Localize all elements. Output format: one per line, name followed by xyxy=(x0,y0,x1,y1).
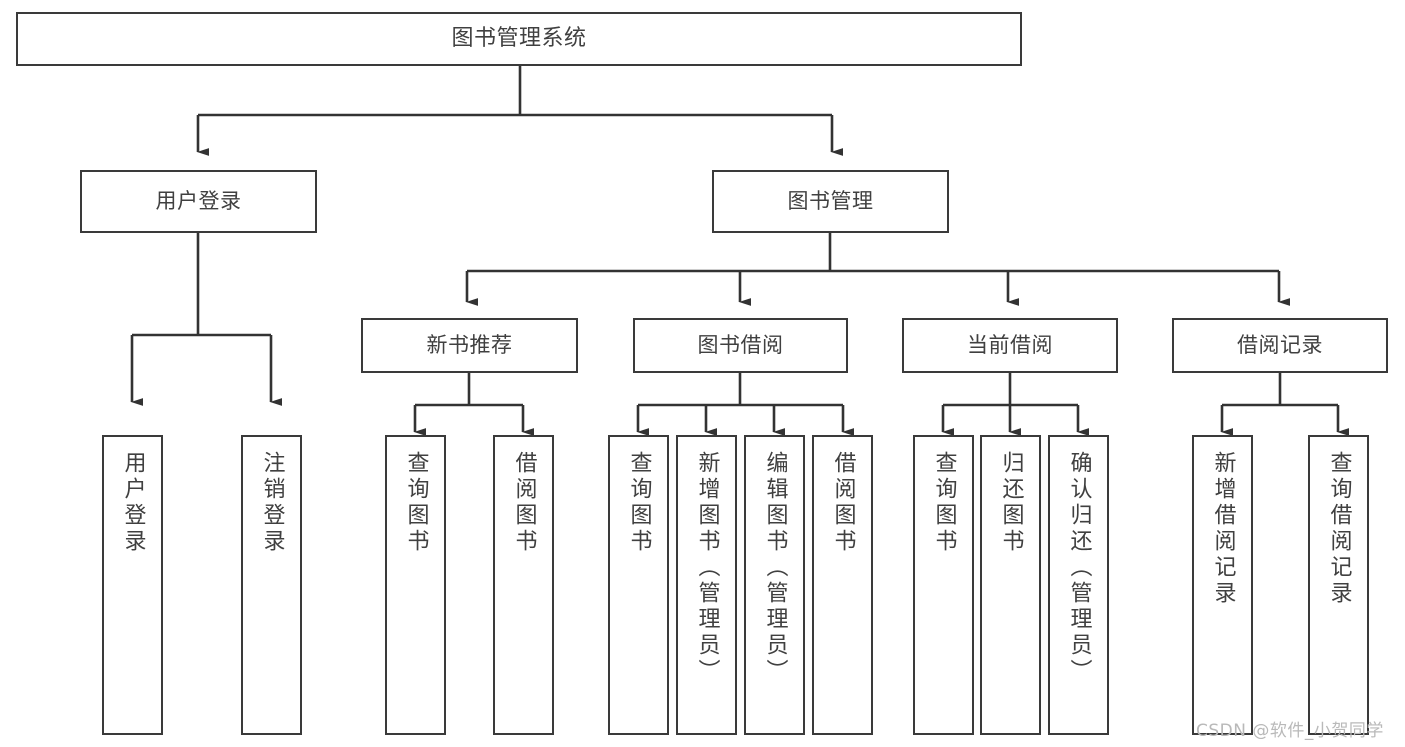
node-label: 编辑图书（管理员） xyxy=(762,451,788,685)
node-label: 图书借阅 xyxy=(697,332,784,357)
node-label: 新增图书（管理员） xyxy=(694,451,720,685)
node-label: 查询图书 xyxy=(403,451,429,555)
node-label: 查询借阅记录 xyxy=(1326,451,1352,607)
node-leaf-confirm-return[interactable]: 确认归还（管理员） xyxy=(1048,435,1109,735)
node-label: 借阅图书 xyxy=(830,451,856,555)
node-label: 查询图书 xyxy=(626,451,652,555)
node-book-borrow[interactable]: 图书借阅 xyxy=(633,318,848,373)
node-leaf-query-book-borrow[interactable]: 查询图书 xyxy=(608,435,669,735)
node-label: 图书管理 xyxy=(787,188,874,213)
node-label: 注销登录 xyxy=(259,451,285,555)
node-leaf-query-borrow-record[interactable]: 查询借阅记录 xyxy=(1308,435,1369,735)
node-leaf-return-book[interactable]: 归还图书 xyxy=(980,435,1041,735)
node-leaf-add-borrow-record[interactable]: 新增借阅记录 xyxy=(1192,435,1253,735)
node-label: 当前借阅 xyxy=(967,332,1053,357)
node-leaf-edit-book[interactable]: 编辑图书（管理员） xyxy=(744,435,805,735)
node-borrow-record[interactable]: 借阅记录 xyxy=(1172,318,1388,373)
node-leaf-borrow-book[interactable]: 借阅图书 xyxy=(812,435,873,735)
node-leaf-user-login[interactable]: 用户登录 xyxy=(102,435,163,735)
node-label: 图书管理系统 xyxy=(451,25,587,51)
node-user-login[interactable]: 用户登录 xyxy=(80,170,317,233)
node-current-borrow[interactable]: 当前借阅 xyxy=(902,318,1118,373)
csdn-watermark: CSDN @软件_小贺同学 xyxy=(1196,721,1384,741)
node-label: 新增借阅记录 xyxy=(1210,451,1236,607)
node-label: 查询图书 xyxy=(931,451,957,555)
node-new-book-recommend[interactable]: 新书推荐 xyxy=(361,318,578,373)
node-leaf-logout-login[interactable]: 注销登录 xyxy=(241,435,302,735)
node-leaf-query-book-current[interactable]: 查询图书 xyxy=(913,435,974,735)
node-label: 借阅记录 xyxy=(1237,332,1323,357)
node-label: 新书推荐 xyxy=(426,332,513,357)
node-leaf-add-book[interactable]: 新增图书（管理员） xyxy=(676,435,737,735)
node-label: 用户登录 xyxy=(120,451,146,555)
node-label: 借阅图书 xyxy=(511,451,537,555)
node-label: 确认归还（管理员） xyxy=(1066,451,1092,685)
node-leaf-borrow-book-recommend[interactable]: 借阅图书 xyxy=(493,435,554,735)
node-root-book-management-system[interactable]: 图书管理系统 xyxy=(16,12,1022,66)
node-leaf-query-book-recommend[interactable]: 查询图书 xyxy=(385,435,446,735)
node-label: 归还图书 xyxy=(998,451,1024,555)
node-book-management[interactable]: 图书管理 xyxy=(712,170,949,233)
node-label: 用户登录 xyxy=(155,188,242,213)
